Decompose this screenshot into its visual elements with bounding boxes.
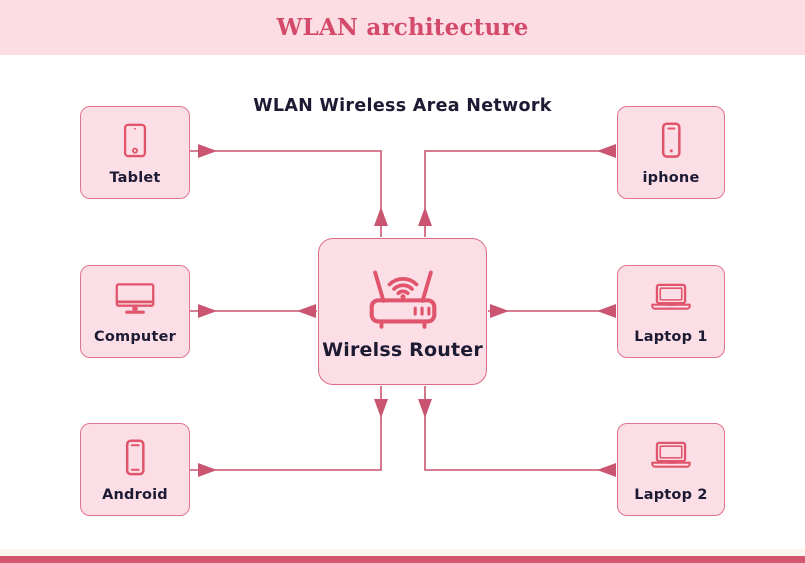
arrowhead-icon [198, 304, 217, 318]
device-box-iphone: iphone [617, 106, 725, 199]
device-label: Laptop 1 [634, 329, 708, 345]
laptop-icon [643, 275, 699, 327]
arrowhead-icon [597, 304, 616, 318]
arrowhead-icon [418, 399, 432, 418]
connector-tablet-router [190, 144, 388, 237]
device-label: Android [102, 487, 168, 503]
footer-bar [0, 556, 805, 563]
arrowhead-icon [297, 304, 316, 318]
device-label: Laptop 2 [634, 487, 708, 503]
device-box-android: Android [80, 423, 190, 516]
arrowhead-icon [418, 207, 432, 226]
router-label: Wirelss Router [322, 339, 483, 361]
diagram-subtitle: WLAN Wireless Area Network [253, 96, 552, 116]
device-label: Computer [94, 329, 176, 345]
connector-laptop2-router [418, 386, 616, 477]
smartphone-icon [646, 116, 696, 168]
arrowhead-icon [198, 144, 217, 158]
page-title: WLAN architecture [276, 14, 529, 41]
device-label: Tablet [109, 170, 161, 186]
wifi-router-icon [359, 253, 447, 337]
arrowhead-icon [490, 304, 509, 318]
android-phone-icon [110, 433, 160, 485]
device-label: iphone [642, 170, 700, 186]
arrowhead-icon [374, 207, 388, 226]
connector-laptop1-router [488, 304, 616, 318]
device-box-computer: Computer [80, 265, 190, 358]
laptop-icon [643, 433, 699, 485]
arrowhead-icon [597, 463, 616, 477]
header-banner: WLAN architecture [0, 0, 805, 55]
footer-strip [0, 549, 805, 556]
connector-iphone-router [418, 144, 616, 237]
arrowhead-icon [198, 463, 217, 477]
arrowhead-icon [374, 399, 388, 418]
device-box-laptop1: Laptop 1 [617, 265, 725, 358]
desktop-monitor-icon [107, 275, 163, 327]
router-box: Wirelss Router [318, 238, 487, 385]
device-box-tablet: Tablet [80, 106, 190, 199]
arrowhead-icon [597, 144, 616, 158]
connector-computer-router [190, 304, 317, 318]
connector-android-router [190, 386, 388, 477]
device-box-laptop2: Laptop 2 [617, 423, 725, 516]
tablet-icon [110, 116, 160, 168]
